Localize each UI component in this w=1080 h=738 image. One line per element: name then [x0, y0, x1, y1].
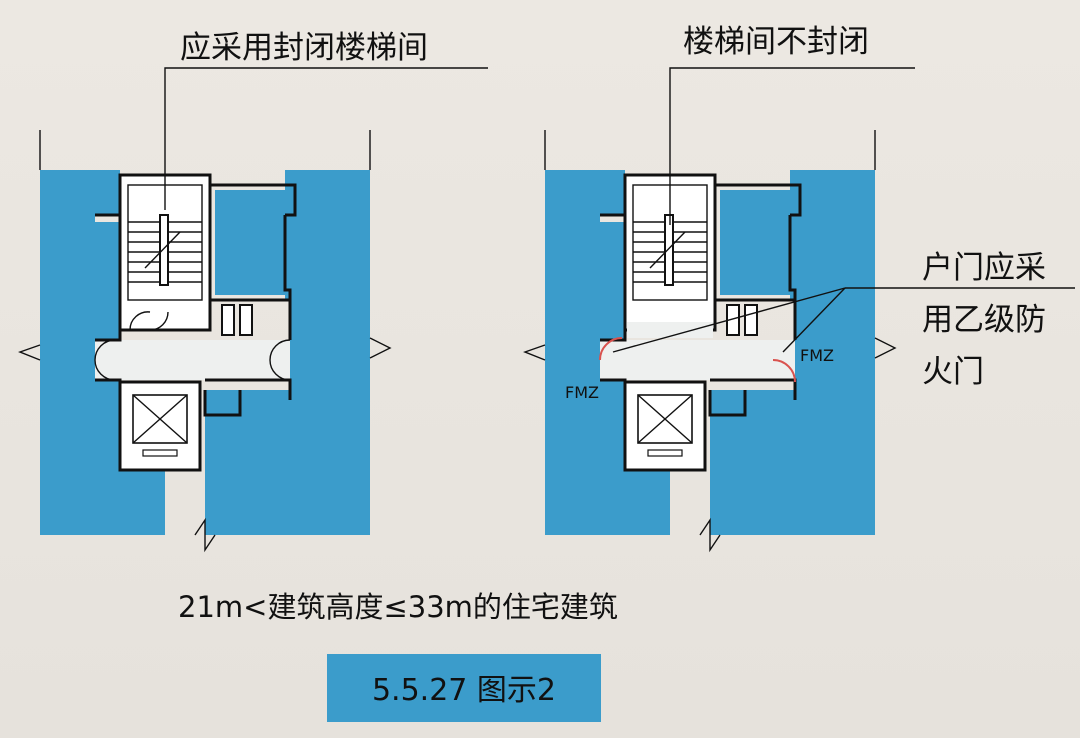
right-wall [713, 175, 795, 302]
left-stair-break-line [144, 231, 181, 269]
left-wall [210, 183, 297, 217]
left-east-lower [205, 390, 290, 535]
left-unit-door-east-2 [269, 359, 291, 381]
left-elevator-door [142, 449, 178, 457]
right-fire-door-east [772, 359, 796, 383]
left-unit-door-east [269, 339, 291, 361]
right-elevator-door [647, 449, 683, 457]
right-elevator-cross [637, 394, 693, 444]
left-unit-door-west-2 [94, 359, 116, 381]
right-stair-opening [627, 322, 713, 338]
right-stair-handrail [664, 214, 674, 286]
right-wall [715, 183, 802, 217]
left-shaft [239, 304, 253, 336]
left-west-unit [40, 170, 120, 375]
left-break-mark-bottom [194, 517, 216, 553]
left-shaft [221, 304, 235, 336]
left-leader-line [164, 67, 488, 210]
right-floor-plan [523, 67, 1075, 553]
left-stair-handrail [159, 214, 169, 286]
right-wall [600, 175, 627, 217]
right-fire-door-west [599, 337, 623, 361]
right-stair-break-line [649, 231, 686, 269]
right-west-unit [545, 170, 625, 340]
left-stair-door-arc [129, 311, 151, 331]
right-door-leader-east [782, 287, 846, 353]
right-title: 楼梯间不封闭 [683, 24, 869, 60]
right-east-unit [790, 170, 875, 535]
left-break-mark [18, 344, 41, 361]
figure-caption: 5.5.27 图示2 [372, 673, 556, 708]
fire-door-note-line3: 火门 [922, 354, 984, 390]
left-unit-door-west [94, 339, 116, 361]
left-east-room [215, 190, 285, 295]
right-break-mark [523, 344, 546, 361]
left-stair-door-arc-2 [149, 311, 169, 331]
fire-door-note-line2: 用乙级防 [922, 302, 1046, 338]
left-title: 应采用封闭楼梯间 [180, 30, 428, 66]
left-wall [283, 215, 292, 340]
right-east-lower [710, 390, 795, 535]
right-door-leader-west [612, 287, 846, 353]
right-break-mark-bottom [699, 517, 721, 553]
right-shaft [744, 304, 758, 336]
right-break-mark [874, 337, 897, 359]
right-leader-line [669, 67, 915, 225]
left-wall [208, 175, 290, 302]
left-corridor [95, 340, 290, 380]
right-east-room [720, 190, 790, 295]
right-wall [600, 322, 627, 342]
right-west-unit-bottom [615, 375, 670, 535]
left-floor-plan [18, 67, 488, 553]
fire-door-note-line1: 户门应采 [922, 250, 1046, 286]
left-wall [95, 330, 122, 342]
right-wall [788, 215, 797, 340]
building-height-subtitle: 21m<建筑高度≤33m的住宅建筑 [178, 590, 618, 624]
figure-caption-box [327, 654, 601, 722]
left-wall [95, 175, 122, 217]
left-break-mark [369, 337, 392, 359]
left-west-unit-bottom [110, 375, 165, 535]
left-east-unit [285, 170, 370, 535]
right-corridor [600, 340, 795, 380]
left-elevator-cross [132, 394, 188, 444]
right-small-room [708, 390, 747, 417]
left-small-room [203, 390, 242, 417]
door-label-east: FMZ [800, 346, 834, 365]
door-label-west: FMZ [565, 383, 599, 402]
